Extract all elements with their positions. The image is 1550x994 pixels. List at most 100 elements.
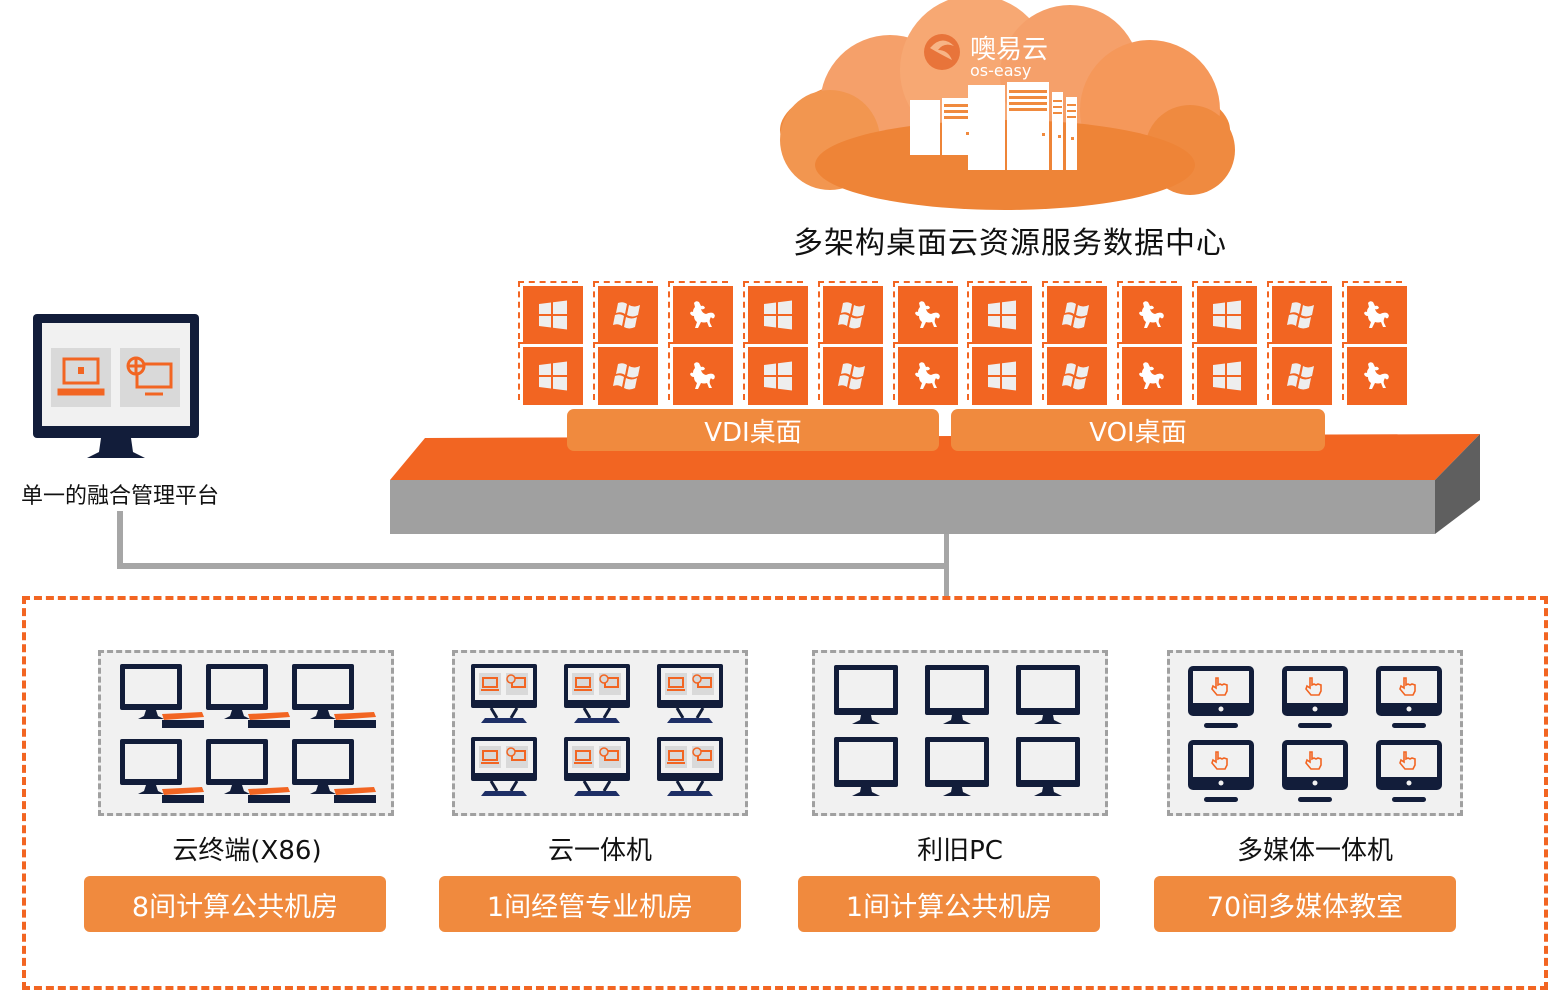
laptop-lock-icon	[57, 357, 105, 396]
windows-10-icon	[747, 286, 808, 344]
touch-multimedia-all-in-one-icon	[1282, 666, 1350, 734]
qilin-icon	[1346, 347, 1407, 405]
windows-7-icon	[597, 347, 658, 405]
legacy-pc-monitor-icon	[1016, 665, 1082, 729]
group-title-all-in-one: 云一体机	[547, 836, 652, 866]
desktop-tile	[1267, 281, 1332, 344]
windows-7-icon	[1047, 347, 1108, 405]
windows-7-icon	[822, 286, 883, 344]
qilin-icon	[1346, 286, 1407, 344]
desktop-tile	[967, 342, 1033, 405]
group-badge-all-in-one: 1间经管专业机房	[439, 876, 741, 932]
vdi-desktop-label: VDI桌面	[567, 409, 939, 451]
connector-line-horizontal	[117, 563, 949, 569]
all-in-one-cloud-pc-icon	[657, 664, 725, 728]
desktop-tile	[518, 281, 583, 344]
management-monitor-icon	[33, 314, 199, 458]
windows-7-icon	[1047, 286, 1108, 344]
touch-multimedia-all-in-one-icon	[1376, 666, 1444, 734]
desktop-tile	[1341, 281, 1407, 344]
desktop-tile	[667, 342, 733, 405]
endpoint-region	[22, 596, 1548, 990]
thin-client-terminal-icon	[292, 664, 378, 734]
tile-shadow	[518, 342, 578, 400]
windows-10-icon	[972, 347, 1033, 405]
legacy-pc-monitor-icon	[925, 665, 991, 729]
tile-shadow	[817, 342, 878, 400]
desktop-tile	[817, 342, 883, 405]
desktop-tile	[592, 281, 658, 344]
tile-shadow	[967, 342, 1028, 400]
group-badge-thin-client: 8间计算公共机房	[84, 876, 386, 932]
windows-10-icon	[1197, 347, 1258, 405]
group-title-legacy-pc: 利旧PC	[917, 836, 1003, 866]
all-in-one-cloud-pc-icon	[657, 737, 725, 801]
thin-client-terminal-icon	[206, 739, 292, 809]
windows-7-icon	[597, 286, 658, 344]
platform-side	[1435, 434, 1480, 534]
thin-client-terminal-icon	[292, 739, 378, 809]
tile-shadow	[518, 281, 578, 339]
tile-shadow	[1042, 281, 1103, 339]
desktop-tile	[742, 342, 808, 405]
qilin-icon	[897, 286, 958, 344]
desktop-tile	[518, 342, 583, 405]
tile-shadow	[592, 281, 653, 339]
tile-shadow	[967, 281, 1028, 339]
qilin-icon	[672, 347, 733, 405]
os-easy-logo	[924, 34, 960, 70]
tile-shadow	[592, 342, 653, 400]
windows-7-icon	[1272, 347, 1332, 405]
legacy-pc-monitor-icon	[834, 737, 900, 801]
desktop-tile	[892, 281, 958, 344]
tile-shadow	[742, 281, 803, 339]
all-in-one-cloud-pc-icon	[564, 664, 632, 728]
desktop-tile	[817, 281, 883, 344]
legacy-pc-monitor-icon	[834, 665, 900, 729]
desktop-tile	[1192, 342, 1258, 405]
desktop-tile	[1042, 281, 1108, 344]
qilin-icon	[1122, 286, 1183, 344]
group-badge-legacy-pc: 1间计算公共机房	[798, 876, 1100, 932]
brand-en: os-easy	[970, 61, 1031, 80]
tile-shadow	[667, 281, 728, 339]
tile-shadow	[667, 342, 728, 400]
tile-shadow	[1267, 281, 1327, 339]
windows-10-icon	[523, 347, 583, 405]
platform-front	[390, 480, 1435, 534]
desktop-tile	[742, 281, 808, 344]
management-platform-label: 单一的融合管理平台	[20, 484, 219, 509]
all-in-one-cloud-pc-icon	[564, 737, 632, 801]
desktop-tile	[1117, 342, 1183, 405]
connector-line-vertical-center	[944, 534, 949, 596]
windows-10-icon	[1197, 286, 1258, 344]
tile-shadow	[1042, 342, 1103, 400]
touch-multimedia-all-in-one-icon	[1376, 740, 1444, 808]
connector-line-vertical-left	[117, 511, 123, 569]
windows-10-icon	[523, 286, 583, 344]
desktop-tile	[1267, 342, 1332, 405]
legacy-pc-monitor-icon	[925, 737, 991, 801]
qilin-icon	[672, 286, 733, 344]
desktop-tile	[1192, 281, 1258, 344]
windows-7-icon	[822, 347, 883, 405]
tile-shadow	[1117, 281, 1178, 339]
tile-shadow	[892, 281, 953, 339]
tile-shadow	[1192, 281, 1253, 339]
tile-shadow	[1192, 342, 1253, 400]
thin-client-terminal-icon	[206, 664, 292, 734]
desktop-tile	[592, 342, 658, 405]
tile-shadow	[1341, 281, 1402, 339]
desktop-tile	[667, 281, 733, 344]
server-building-icon	[910, 82, 1077, 170]
globe-monitor-icon	[126, 356, 173, 396]
tile-shadow	[742, 342, 803, 400]
windows-10-icon	[747, 347, 808, 405]
voi-desktop-label: VOI桌面	[951, 409, 1325, 451]
group-badge-multimedia: 70间多媒体教室	[1154, 876, 1456, 932]
tile-shadow	[817, 281, 878, 339]
tile-shadow	[1267, 342, 1327, 400]
cloud-datacenter-graphic: 噢易云 os-easy	[780, 0, 1235, 210]
touch-multimedia-all-in-one-icon	[1282, 740, 1350, 808]
brand-cn: 噢易云	[970, 35, 1048, 65]
